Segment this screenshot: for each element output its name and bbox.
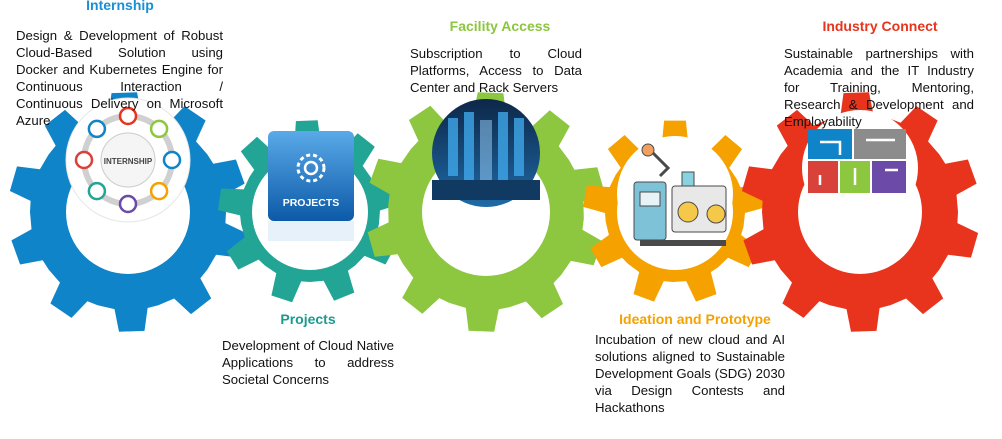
facility-access-gear <box>367 92 605 332</box>
ideation-prototype-illustration <box>617 136 733 252</box>
ideation-description: Incubation of new cloud and AI solutions… <box>595 332 785 415</box>
projects-description: Development of Cloud Native Applications… <box>222 338 394 387</box>
internship-center-label: INTERNSHIP <box>104 157 153 166</box>
internship-node-icon <box>118 194 138 214</box>
industry-puzzle-icon <box>802 110 918 226</box>
internship-cycle-icon: INTERNSHIP <box>65 97 191 223</box>
projects-icon-label: PROJECTS <box>283 197 340 209</box>
internship-node-icon <box>74 150 94 170</box>
ideation-title: Ideation and Prototype <box>619 311 771 327</box>
internship-node-icon <box>149 181 169 201</box>
internship-node-icon <box>118 106 138 126</box>
internship-node-icon <box>87 119 107 139</box>
projects-gear-icon: PROJECTS <box>268 131 354 241</box>
projects-title: Projects <box>280 311 336 327</box>
data-center-image <box>432 99 540 207</box>
internship-title: Internship <box>86 0 154 13</box>
industry-connect-gear <box>741 92 979 332</box>
industry-connect-description: Sustainable partnerships with Academia a… <box>784 46 974 129</box>
industry-connect-title: Industry Connect <box>822 18 938 34</box>
internship-node-icon <box>162 150 182 170</box>
facility-access-title: Facility Access <box>449 18 551 34</box>
facility-access-description: Subscription to Cloud Platforms, Access … <box>410 46 582 95</box>
internship-node-icon <box>149 119 169 139</box>
internship-node-icon <box>87 181 107 201</box>
internship-description: Design & Development of Robust Cloud-Bas… <box>16 28 223 128</box>
projects-gear <box>218 120 402 303</box>
